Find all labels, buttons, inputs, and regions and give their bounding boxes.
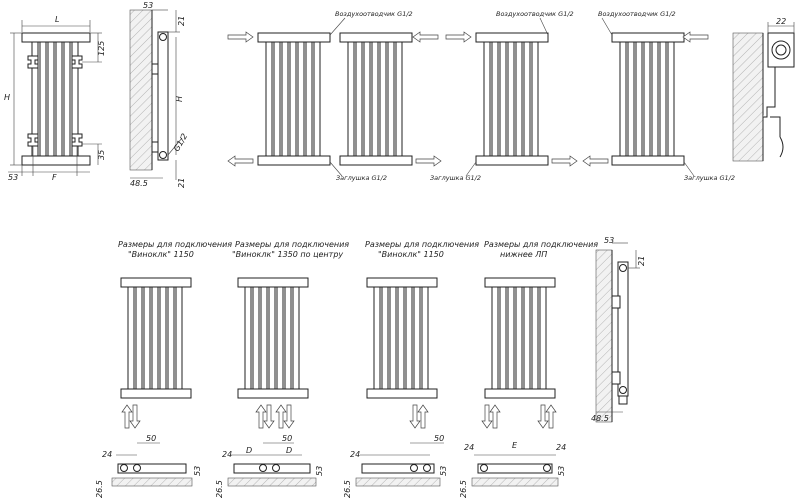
plan3-right: 53 <box>439 466 448 476</box>
variant-4-caption-2: нижнее ЛП <box>500 250 547 259</box>
variant-3: Размеры для подключения "Виноклк" 1150 <box>365 240 479 429</box>
side-dim-right-top: 21 <box>177 16 186 26</box>
flow-in-arrow-icon <box>445 31 472 43</box>
plan3-left: 24 <box>350 450 360 459</box>
flow-in-arrow-icon <box>227 31 254 43</box>
air-vent-label-2: Воздухоотводчик G1/2 <box>496 10 574 18</box>
detail-dim: 22 <box>776 17 786 26</box>
plan-3: 24 50 53 26.5 <box>343 434 448 498</box>
plan1-mid: 50 <box>146 434 156 443</box>
plan4-height: 26.5 <box>459 480 468 498</box>
scheme-2: Воздухоотводчик G1/2 Заглушка G1/2 <box>329 10 442 182</box>
plan2-b: 50 <box>282 434 292 443</box>
flow-up-arrow-icon <box>489 404 501 429</box>
scheme-4: Воздухоотводчик G1/2 Заглушка G1/2 <box>582 10 735 182</box>
side-view-2: 53 21 48.5 <box>591 236 646 423</box>
variant-1-caption-2: "Виноклк" 1150 <box>128 250 194 259</box>
side2-dim-bottom: 48.5 <box>591 414 609 423</box>
plan2-a: D <box>246 446 252 455</box>
side2-dim-right: 21 <box>637 256 646 266</box>
flow-down-arrow-icon <box>409 404 421 429</box>
side-dim-bottom-left: 48.5 <box>130 179 148 188</box>
plan2-height: 26.5 <box>215 480 224 498</box>
variant-4: Размеры для подключения нижнее ЛП <box>481 240 598 429</box>
flow-up-arrow-icon <box>545 404 557 429</box>
dim-offset: 53 <box>8 173 18 182</box>
front-columns <box>31 41 79 157</box>
bracket-icon-bottom-left <box>27 133 39 147</box>
side-dim-top: 53 <box>143 1 153 10</box>
side-dim-bottom-right: 21 <box>177 178 186 188</box>
flow-down-arrow-icon <box>129 404 141 429</box>
flow-up-arrow-icon <box>275 404 287 429</box>
plan2-c: D <box>286 446 292 455</box>
variant-2-caption-2: "Виноклк" 1350 по центру <box>232 250 343 259</box>
plan-4: 24 E 24 53 26.5 <box>459 441 566 498</box>
dim-center: F <box>52 173 57 182</box>
flow-down-arrow-icon <box>481 404 493 429</box>
flow-out-arrow-icon <box>582 155 609 167</box>
side-dim-thread: G1/2 <box>172 132 189 153</box>
dim-bottom: 35 <box>97 150 106 160</box>
plan1-height: 26.5 <box>95 480 104 498</box>
scheme-1 <box>227 31 331 167</box>
plan2-left: 24 <box>222 450 232 459</box>
flow-down-arrow-icon <box>537 404 549 429</box>
side-dim-mid: H <box>175 96 184 102</box>
variant-4-caption-1: Размеры для подключения <box>484 240 598 249</box>
variant-1-caption-1: Размеры для подключения <box>118 240 232 249</box>
plan3-mid: 50 <box>434 434 444 443</box>
air-vent-label-1: Воздухоотводчик G1/2 <box>335 10 413 18</box>
bracket-icon-top-left <box>27 55 39 69</box>
plan4-mid: E <box>512 441 518 450</box>
side-view: 53 21 H G1/2 21 48.5 <box>129 1 189 188</box>
plan-1: 24 50 53 26.5 <box>95 434 202 498</box>
dim-top: 125 <box>97 41 106 56</box>
variant-3-caption-2: "Виноклк" 1150 <box>378 250 444 259</box>
flow-down-arrow-icon <box>263 404 275 429</box>
connection-schemes: Воздухоотводчик G1/2 Заглушка G1/2 Возду… <box>227 10 735 182</box>
flow-in-arrow-icon <box>412 31 439 43</box>
plan4-side: 53 <box>557 466 566 476</box>
variant-2-caption-1: Размеры для подключения <box>235 240 349 249</box>
bracket-icon-top-right <box>71 55 83 69</box>
dim-height: H <box>4 93 10 102</box>
variant-2: Размеры для подключения "Виноклк" 1350 п… <box>232 240 349 429</box>
plug-label-2: Заглушка G1/2 <box>430 174 481 182</box>
dim-width: L <box>55 15 59 24</box>
plan2-right: 53 <box>315 466 324 476</box>
plan1-left: 24 <box>102 450 112 459</box>
plug-label-3: Заглушка G1/2 <box>684 174 735 182</box>
plan-2: 24 D 50 D 53 26.5 <box>215 434 324 498</box>
plan4-right: 24 <box>556 443 566 452</box>
flow-up-arrow-icon <box>417 404 429 429</box>
flow-up-arrow-icon <box>121 404 133 429</box>
plan1-right: 53 <box>193 466 202 476</box>
plug-label-1: Заглушка G1/2 <box>336 174 387 182</box>
air-vent-label-3: Воздухоотводчик G1/2 <box>598 10 676 18</box>
scheme-3: Воздухоотводчик G1/2 Заглушка G1/2 <box>430 10 578 182</box>
flow-up-arrow-icon <box>255 404 267 429</box>
side2-dim-top: 53 <box>604 236 614 245</box>
detail-view: 22 <box>732 17 795 162</box>
flow-down-arrow-icon <box>283 404 295 429</box>
variant-3-caption-1: Размеры для подключения <box>365 240 479 249</box>
flow-out-arrow-icon <box>227 155 254 167</box>
flow-out-arrow-icon <box>415 155 442 167</box>
plan3-height: 26.5 <box>343 480 352 498</box>
variant-1: Размеры для подключения "Виноклк" 1150 <box>118 240 232 429</box>
front-view: L H <box>4 15 106 182</box>
flow-in-arrow-icon <box>682 31 709 43</box>
plan4-left: 24 <box>464 443 474 452</box>
bracket-icon-bottom-right <box>71 133 83 147</box>
flow-out-arrow-icon <box>551 155 578 167</box>
